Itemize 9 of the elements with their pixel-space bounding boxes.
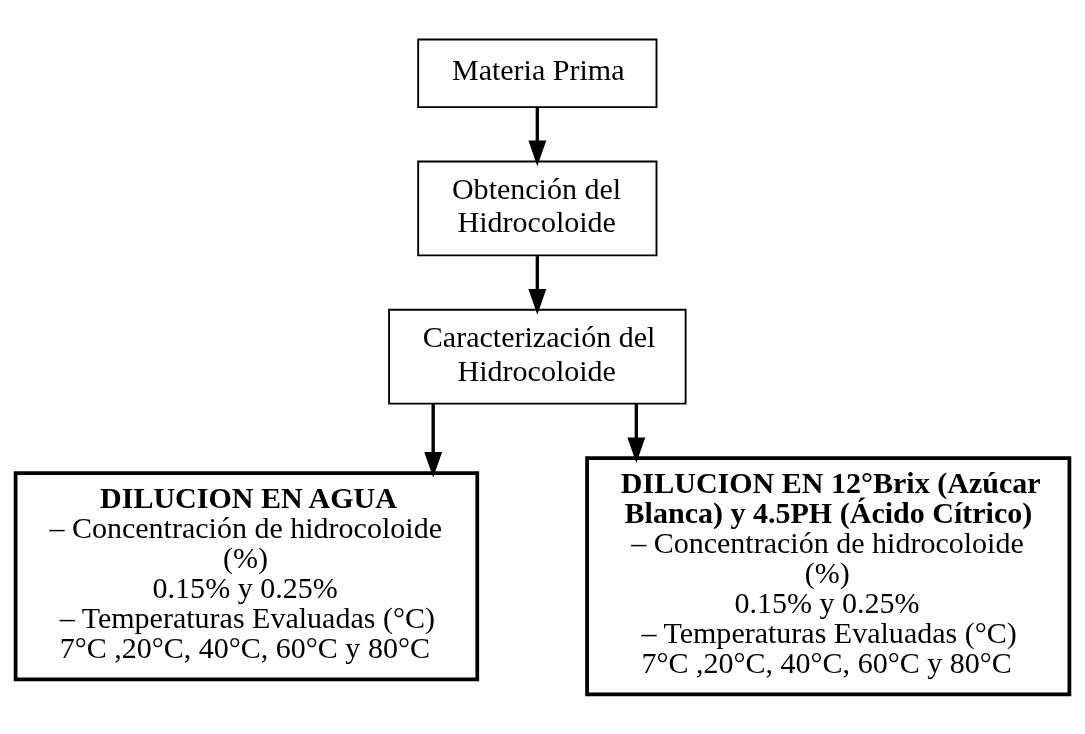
arrow (528, 107, 547, 167)
node-box: DILUCION EN 12°Brix (Azúcar Blanca) y 4.5PH (Ácido Cítrico) – Concentración de hidrocoloide (%) 0.15% y 0.25% – Temperaturas Evaluadas (°C) 7°C ,20°C, 40°C, 60°C y 80°C (585, 456, 1072, 697)
node-box: Caracterización del Hidrocoloide (388, 308, 687, 405)
node-box: Obtención del Hidrocoloide (417, 160, 658, 257)
arrow (424, 403, 443, 478)
node-box: DILUCION EN AGUA – Concentración de hidrocoloide (%) 0.15% y 0.25% – Temperaturas Evaluadas (°C) 7°C ,20°C, 40°C, 60°C y 80°C (13, 471, 480, 682)
arrow (528, 256, 547, 315)
node-box: Materia Prima (417, 38, 658, 108)
arrow (627, 403, 646, 464)
